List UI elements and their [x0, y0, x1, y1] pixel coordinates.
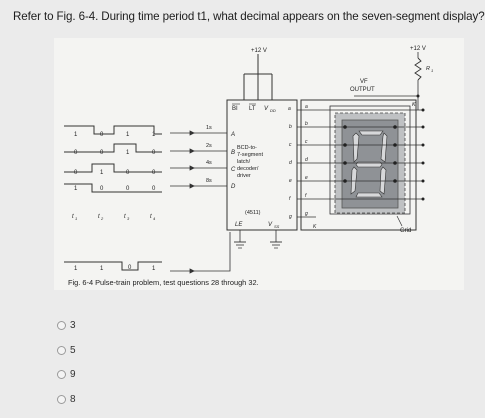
le-pulse-t1: 1: [74, 266, 78, 272]
seg-label-d: d: [305, 157, 308, 163]
ic-desc-line2: 7-segment: [237, 152, 263, 158]
figure-caption: Fig. 6-4 Pulse-train problem, test quest…: [68, 278, 259, 287]
ic-le-label: LE: [235, 222, 243, 228]
pulse-r2-t3: 1: [126, 150, 130, 156]
le-pulse: [64, 261, 162, 271]
pulse-r3-t2: 1: [100, 170, 104, 176]
vf-output-label-1: VF: [360, 79, 368, 85]
pulse-r1-t3: 1: [126, 132, 130, 138]
input-1s: 1s: [206, 125, 212, 131]
le-pulse-t4: 1: [152, 266, 156, 272]
supply-right-label: +12 V: [410, 46, 426, 52]
option-label: 9: [70, 368, 76, 380]
le-pulse-t2: 1: [100, 266, 104, 272]
vf-output-label-2: OUTPUT: [350, 87, 375, 93]
input-4s: 4s: [206, 160, 212, 166]
ic-out-b: b: [289, 124, 292, 130]
seg-label-g: g: [305, 211, 308, 217]
ic-desc-line1: BCD-to-: [237, 145, 257, 151]
option-label: 3: [70, 319, 76, 331]
time-label-t1: t: [72, 214, 74, 220]
pulse-r2-t4: 0: [152, 150, 156, 156]
k-bottom-label: K: [313, 224, 317, 230]
time-label-t1-sub: 1: [75, 216, 77, 221]
pulse-r4-t2: 0: [100, 186, 104, 192]
ic-vdd-label: V: [264, 106, 269, 112]
seg-label-e: e: [305, 175, 308, 181]
ic-pin-d: D: [231, 184, 236, 190]
figure-6-4: +12 V BI LT V DD a A B C D 1s 2s 4s 8s B…: [54, 38, 464, 290]
seg-label-b: b: [305, 121, 308, 127]
ic-out-a-label: a: [288, 106, 291, 112]
le-pulse-t3: 0: [128, 265, 132, 271]
resistor-label: R: [426, 66, 430, 72]
pulse-r4-t4: 0: [152, 186, 156, 192]
pulse-r2-t1: 0: [74, 150, 78, 156]
k-top-label: K: [412, 102, 416, 108]
option-5[interactable]: 5: [57, 343, 76, 357]
segment-d: [355, 192, 383, 198]
time-label-t4: t: [150, 214, 152, 220]
resistor-r1: [414, 57, 422, 81]
radio-button[interactable]: [57, 345, 66, 355]
time-label-t4-sub: 4: [153, 216, 156, 221]
pulse-r1-t2: 0: [100, 132, 104, 138]
ic-desc-line5: driver: [237, 173, 251, 179]
pulse-r3-t4: 0: [152, 170, 156, 176]
option-label: 5: [70, 344, 76, 356]
seg-label-a: a: [305, 104, 308, 110]
ic-out-f: f: [289, 196, 291, 202]
time-label-t3-sub: 3: [127, 216, 130, 221]
grid-label: Grid: [400, 228, 411, 234]
seg-label-c: c: [305, 139, 308, 145]
pulse-r3-t1: 0: [74, 170, 78, 176]
pulse-r1-t4: 1: [152, 132, 156, 138]
segment-f: [352, 132, 360, 163]
time-label-t3: t: [124, 214, 126, 220]
segment-a: [358, 130, 384, 136]
input-8s: 8s: [206, 178, 212, 184]
seg-label-f: f: [305, 193, 307, 199]
pulse-r4-t1: 1: [74, 186, 78, 192]
segment-e: [350, 166, 358, 195]
ic-desc-line3: latch/: [237, 159, 251, 165]
ic-out-d: d: [289, 160, 292, 166]
pulse-trains: [64, 125, 162, 193]
ic-vss-sub: SS: [274, 224, 280, 229]
pulse-r2-t2: 0: [100, 150, 104, 156]
pulse-r1-t1: 1: [74, 132, 78, 138]
ic-out-g: g: [289, 214, 292, 220]
ic-bi-label: BI: [232, 106, 238, 112]
radio-button[interactable]: [57, 320, 66, 330]
supply-main-label: +12 V: [251, 48, 267, 54]
segment-b: [380, 132, 388, 163]
time-label-t2: t: [98, 214, 100, 220]
ic-4511-box: [226, 99, 298, 231]
ic-part-number: (4511): [245, 210, 261, 216]
ic-pin-c: C: [231, 167, 236, 173]
radio-button[interactable]: [57, 394, 66, 404]
ic-pin-b: B: [231, 150, 235, 156]
option-label: 8: [70, 393, 76, 405]
time-label-t2-sub: 2: [100, 216, 104, 221]
ic-lt-label: LT: [249, 106, 256, 112]
question-text: Refer to Fig. 6-4. During time period t1…: [13, 10, 485, 23]
radio-button[interactable]: [57, 369, 66, 379]
ic-vss-label: V: [268, 222, 273, 228]
input-2s: 2s: [206, 143, 212, 149]
ic-out-e: e: [289, 178, 292, 184]
circuit-diagram: +12 V BI LT V DD a A B C D 1s 2s 4s 8s B…: [64, 46, 433, 287]
option-3[interactable]: 3: [57, 318, 76, 332]
ic-pin-a: A: [230, 132, 235, 138]
ic-out-c: c: [289, 142, 292, 148]
option-8[interactable]: 8: [57, 392, 76, 406]
resistor-label-sub: 1: [431, 68, 433, 73]
ic-vdd-sub: DD: [270, 108, 276, 113]
pulse-r4-t3: 0: [126, 186, 130, 192]
option-9[interactable]: 9: [57, 367, 76, 381]
ic-desc-line4: decoder/: [237, 166, 259, 172]
pulse-r3-t3: 0: [126, 170, 130, 176]
segment-c: [379, 166, 387, 195]
display-package: [300, 99, 417, 231]
